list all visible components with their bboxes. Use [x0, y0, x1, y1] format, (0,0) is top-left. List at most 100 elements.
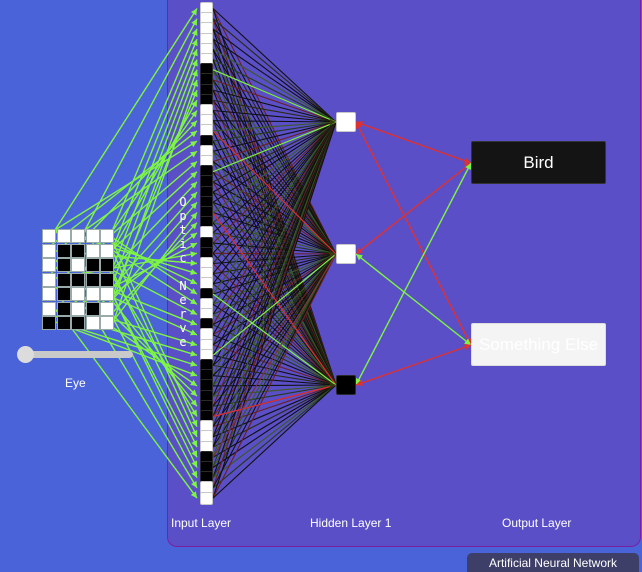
- input-hidden-wire: [212, 79, 337, 123]
- eye-pixel[interactable]: [56, 272, 71, 287]
- input-hidden-wire: [212, 121, 337, 356]
- input-hidden-wire: [212, 121, 337, 438]
- arrow-head: [190, 130, 197, 138]
- input-hidden-wire: [212, 121, 337, 203]
- hidden-output-wire: [355, 344, 472, 386]
- eye-pixel[interactable]: [85, 316, 100, 330]
- arrow-head: [190, 110, 197, 118]
- eye-pixel[interactable]: [42, 316, 56, 330]
- arrow-head: [190, 298, 197, 305]
- arrow-head: [190, 319, 197, 326]
- arrow-head: [191, 460, 198, 468]
- eye-pixel[interactable]: [71, 229, 85, 243]
- eye-pixel[interactable]: [100, 272, 114, 287]
- eye-pixel[interactable]: [85, 229, 100, 243]
- eye-pixel[interactable]: [100, 287, 114, 301]
- arrow-head: [190, 491, 197, 499]
- input-hidden-wire: [212, 109, 337, 123]
- arrow-head: [190, 181, 197, 189]
- input-hidden-wire: [212, 253, 337, 387]
- eye-pixel[interactable]: [100, 316, 114, 330]
- arrow-head: [191, 409, 197, 417]
- optic-nerve-wire: [99, 325, 198, 356]
- arrow-head: [191, 440, 198, 448]
- input-hidden-wire: [212, 130, 337, 255]
- optic-nerve-wire: [111, 269, 198, 448]
- eye-pixel[interactable]: [100, 258, 114, 272]
- optic-nerve-wire: [84, 18, 198, 231]
- eye-pixel[interactable]: [42, 287, 56, 301]
- input-hidden-wire: [212, 121, 337, 305]
- input-hidden-wire: [212, 253, 337, 478]
- eye-pixel[interactable]: [71, 272, 85, 287]
- eye-pixel[interactable]: [100, 229, 114, 243]
- arrow-head: [190, 243, 197, 249]
- eye-pixel[interactable]: [85, 301, 100, 316]
- eye-pixel[interactable]: [85, 272, 100, 287]
- eye-pixel[interactable]: [56, 287, 71, 301]
- eye-pixel[interactable]: [56, 316, 71, 330]
- input-hidden-wire: [212, 28, 337, 386]
- arrow-head: [190, 360, 197, 367]
- input-hidden-wire: [212, 120, 337, 123]
- input-hidden-wire: [212, 121, 337, 173]
- eye-pixel[interactable]: [85, 243, 100, 258]
- arrow-head: [191, 39, 198, 47]
- eye-pixel[interactable]: [71, 243, 85, 258]
- input-hidden-wire: [212, 121, 337, 234]
- eye-pixel[interactable]: [56, 243, 71, 258]
- eye-label: Eye: [65, 376, 86, 390]
- eye-pixel[interactable]: [85, 258, 100, 272]
- eye-pixel[interactable]: [42, 272, 56, 287]
- optic-nerve-wire: [54, 8, 198, 231]
- input-hidden-wire: [212, 253, 337, 489]
- arrow-head: [329, 381, 336, 389]
- input-hidden-wire: [212, 253, 337, 499]
- input-hidden-wire: [212, 99, 337, 123]
- optic-nerve-wire: [111, 171, 198, 251]
- optic-nerve-wire: [113, 201, 198, 299]
- input-hidden-wire: [212, 121, 337, 315]
- arrow-head: [191, 79, 198, 87]
- eye-pixel[interactable]: [100, 301, 114, 316]
- input-hidden-wire: [212, 69, 337, 386]
- eye-pixel[interactable]: [71, 287, 85, 301]
- optic-nerve-wire: [113, 297, 198, 468]
- input-hidden-wire: [212, 384, 337, 468]
- optic-nerve-label: O p t i c N e r v e: [179, 195, 187, 349]
- eye-pixel[interactable]: [56, 229, 71, 243]
- optic-nerve-wire: [111, 38, 198, 251]
- input-hidden-wire: [212, 18, 337, 386]
- eye-pixel[interactable]: [56, 258, 71, 272]
- eye-pixel[interactable]: [42, 229, 56, 243]
- arrow-head: [191, 419, 198, 427]
- eye-pixel[interactable]: [56, 301, 71, 316]
- eye-pixel[interactable]: [85, 287, 100, 301]
- arrow-head: [190, 399, 197, 407]
- eye-pixel[interactable]: [42, 258, 56, 272]
- optic-nerve-wire: [111, 269, 198, 316]
- eye-pixel[interactable]: [42, 243, 56, 258]
- input-hidden-wire: [212, 28, 337, 123]
- input-hidden-wire: [212, 69, 337, 123]
- input-hidden-wire: [212, 18, 337, 123]
- input-hidden-wire: [212, 38, 337, 386]
- optic-nerve-wire: [113, 319, 198, 479]
- eye-slider-thumb[interactable]: [17, 346, 34, 363]
- hidden-output-wire: [355, 162, 472, 386]
- eye-pixel[interactable]: [71, 258, 85, 272]
- arrow-head: [190, 232, 197, 240]
- hidden-output-wire: [355, 121, 472, 346]
- eye-pixel[interactable]: [71, 316, 85, 330]
- eye-pixel[interactable]: [71, 301, 85, 316]
- output-something-else: Something Else: [471, 323, 606, 366]
- eye-pixel[interactable]: [100, 243, 114, 258]
- eye-pixel[interactable]: [42, 301, 56, 316]
- arrow-head: [190, 171, 197, 179]
- optic-nerve-wire: [84, 150, 198, 231]
- input-hidden-wire: [212, 253, 337, 468]
- input-hidden-wire: [212, 121, 337, 407]
- eye-slider-track[interactable]: [20, 351, 133, 358]
- arrow-head: [190, 222, 197, 230]
- arrow-head: [356, 378, 362, 385]
